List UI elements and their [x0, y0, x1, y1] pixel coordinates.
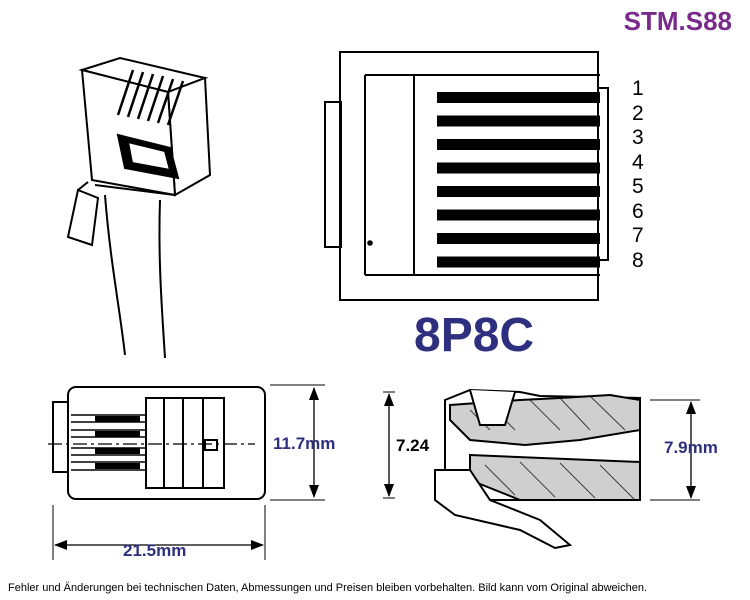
connector-top-view: [48, 384, 325, 560]
contact-bar: [437, 233, 600, 244]
contact-bar: [437, 186, 600, 197]
contact-bars: [437, 92, 600, 268]
contact-bar: [437, 139, 600, 150]
contact-bar: [437, 162, 600, 174]
pin-label: 8: [632, 248, 644, 272]
dimension-length: 21.5mm: [123, 541, 187, 560]
pin-label: 1: [632, 77, 644, 100]
pin-label: 6: [632, 199, 644, 223]
pin-label: 7: [632, 224, 644, 247]
dimension-height-side: 7.9mm: [664, 438, 718, 457]
dimension-height-inner: 7.24: [396, 436, 430, 455]
pin-label: 2: [632, 101, 644, 125]
contact-bar: [437, 115, 600, 127]
connector-type-title: 8P8C: [414, 309, 535, 362]
contact-bar: [437, 209, 600, 221]
connector-side-section: [383, 388, 700, 550]
contact-bar: [437, 92, 600, 103]
connector-perspective-drawing: [66, 56, 212, 359]
pin-label: 5: [632, 175, 644, 198]
dimension-height: 11.7mm: [273, 434, 336, 453]
contact-bar: [437, 256, 600, 268]
pin-label: 4: [632, 150, 644, 174]
disclaimer-footer: Fehler und Änderungen bei technischen Da…: [8, 582, 648, 594]
product-code: STM.S88: [623, 6, 732, 36]
pin-label: 3: [632, 126, 644, 149]
